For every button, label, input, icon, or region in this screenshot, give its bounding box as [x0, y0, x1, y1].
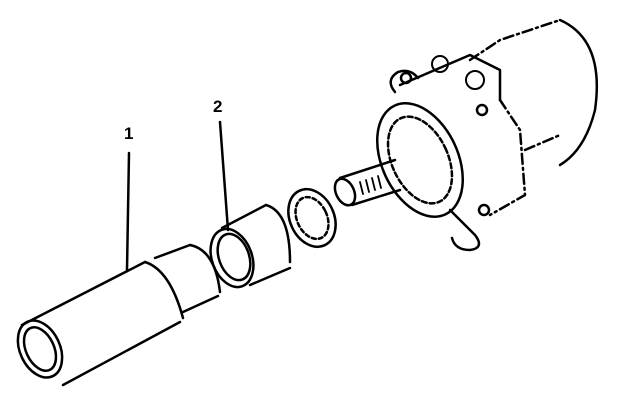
seal-ring — [287, 188, 337, 248]
motor-shaft — [333, 158, 402, 207]
callout-2: 2 — [213, 97, 223, 116]
installer-tool — [16, 243, 222, 387]
callout-1: 1 — [124, 124, 134, 143]
bushing — [209, 203, 292, 289]
motor-housing — [375, 18, 599, 252]
leader-line-1 — [125, 151, 131, 272]
leader-line-2 — [218, 120, 230, 232]
